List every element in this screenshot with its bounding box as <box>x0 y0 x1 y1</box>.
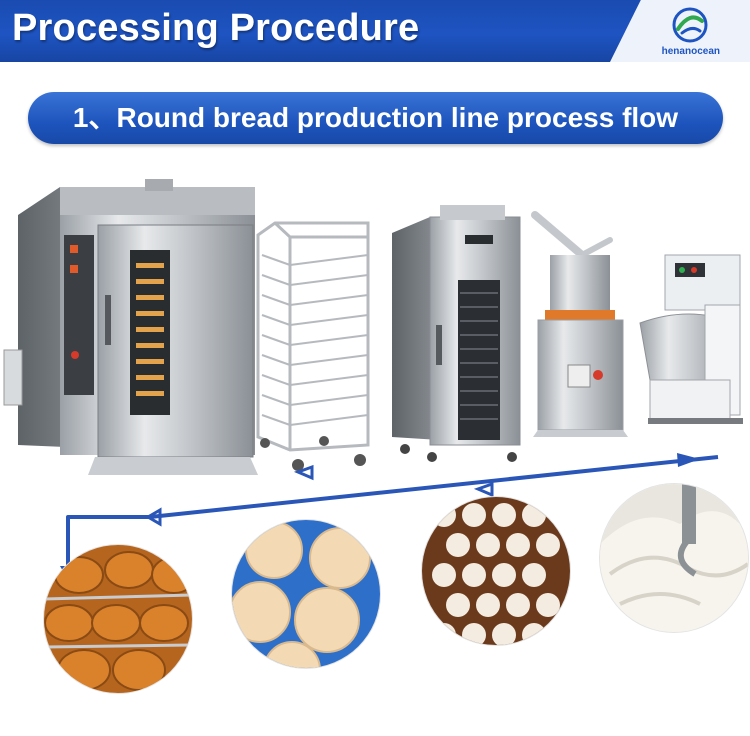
trolley-rack <box>256 221 370 471</box>
proofed-dough-photo <box>232 520 380 668</box>
dough-mixing-photo <box>600 484 748 632</box>
page-title: Processing Procedure <box>12 7 420 49</box>
dough-divider <box>531 211 628 437</box>
proofer-cabinet <box>392 205 521 462</box>
rounded-dough-photo <box>422 497 570 645</box>
brand-logo-icon <box>672 7 708 43</box>
section-heading-pill: 1、Round bread production line process fl… <box>28 92 723 144</box>
section-heading: 1、Round bread production line process fl… <box>72 102 679 133</box>
rotary-oven <box>3 179 258 475</box>
machines-illustration <box>3 179 743 475</box>
brand-name: henanocean <box>661 46 720 57</box>
spiral-mixer <box>639 254 743 424</box>
logo-panel: henanocean <box>610 0 750 62</box>
header-banner: Processing Procedure henanocean <box>0 0 750 62</box>
baked-buns-photo <box>44 545 192 693</box>
